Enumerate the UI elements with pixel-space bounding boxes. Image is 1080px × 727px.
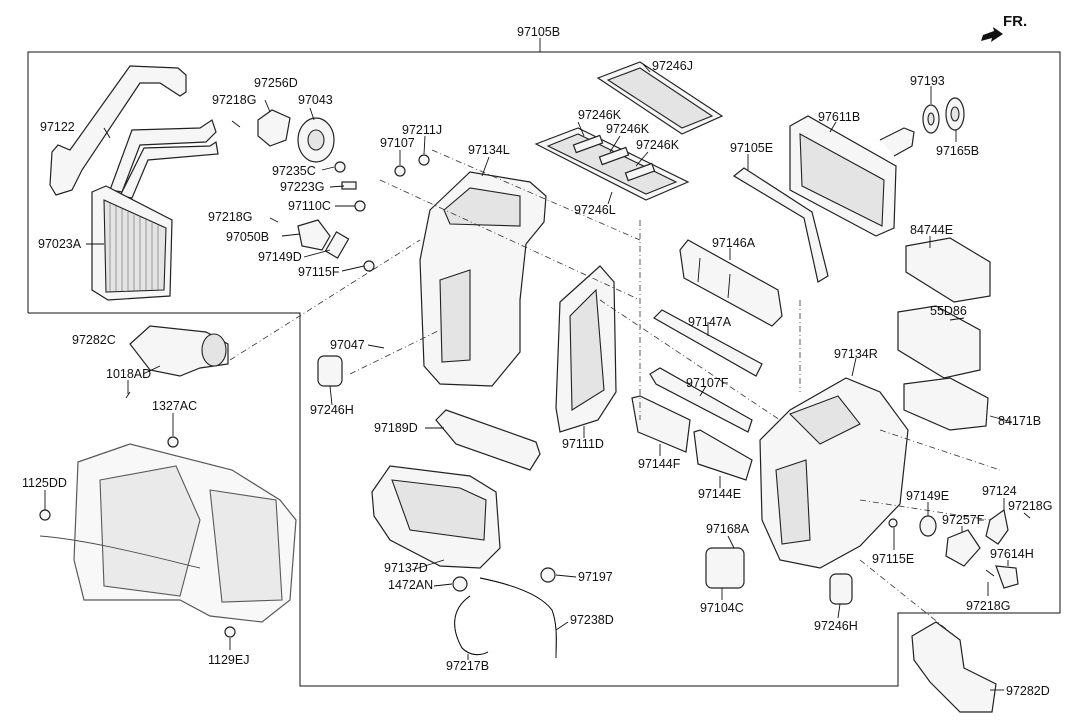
label-97110c: 97110C	[288, 199, 331, 213]
label-97246l: 97246L	[574, 203, 616, 217]
label-97023a: 97023A	[38, 237, 82, 251]
leader-lines	[44, 63, 1013, 691]
label-97105b: 97105B	[517, 25, 560, 39]
duct-97282c	[129, 325, 229, 377]
label-97146a: 97146A	[712, 236, 756, 250]
front-orientation-label: FR.	[1003, 13, 1027, 30]
label-97246k-a: 97246K	[578, 108, 622, 122]
label-97246h-a: 97246H	[310, 403, 354, 417]
part-labels: FR. 97105B 97122 97023A 97256D 97218G 97…	[22, 13, 1052, 698]
door-97107f	[631, 367, 753, 481]
label-1327ac: 1327AC	[152, 399, 197, 413]
evaporator	[789, 115, 915, 237]
front-direction-arrow-icon	[981, 27, 1003, 42]
actuators-right	[888, 508, 1031, 589]
label-97115e: 97115E	[872, 552, 914, 566]
label-97246k-b: 97246K	[606, 122, 650, 136]
small-fittings-left	[231, 120, 430, 272]
label-97144e: 97144E	[698, 487, 741, 501]
label-97246k-c: 97246K	[636, 138, 680, 152]
seal-frame	[732, 167, 829, 283]
label-97218g-a: 97218G	[212, 93, 256, 107]
label-97168a: 97168A	[706, 522, 750, 536]
label-97043: 97043	[298, 93, 333, 107]
label-97614h: 97614H	[990, 547, 1034, 561]
heater-core	[91, 185, 173, 301]
mode-door-97147a	[653, 309, 763, 377]
label-1129ej: 1129EJ	[208, 653, 249, 667]
label-97144f: 97144F	[638, 457, 681, 471]
label-97134l: 97134L	[468, 143, 510, 157]
center-plate	[555, 265, 617, 433]
gaskets	[317, 355, 853, 605]
label-97217b: 97217B	[446, 659, 489, 673]
label-97218g-c: 97218G	[1008, 499, 1052, 513]
label-97246h-b: 97246H	[814, 619, 858, 633]
label-1018ad: 1018AD	[106, 367, 151, 381]
seals-97193-97165b	[922, 97, 965, 134]
duct-97282d	[911, 621, 997, 713]
dashboard-reference-sketch	[39, 443, 297, 623]
insulation-pads	[897, 237, 991, 431]
label-97282d: 97282D	[1006, 684, 1050, 698]
label-1125dd: 1125DD	[22, 476, 67, 490]
label-97147a: 97147A	[688, 315, 732, 329]
label-97115f: 97115F	[298, 265, 340, 279]
label-97149d: 97149D	[258, 250, 302, 264]
label-97165b: 97165B	[936, 144, 979, 158]
label-97197: 97197	[578, 570, 613, 584]
label-97218g-d: 97218G	[966, 599, 1010, 613]
label-84171b: 84171B	[998, 414, 1041, 428]
cabin-filter-97246j	[596, 61, 724, 135]
heater-pipe-assembly	[49, 65, 219, 199]
label-97193: 97193	[910, 74, 945, 88]
label-97124: 97124	[982, 484, 1017, 498]
label-97189d: 97189D	[374, 421, 418, 435]
label-97235c: 97235C	[272, 164, 316, 178]
assembly-frame	[27, 38, 1061, 687]
label-97282c: 97282C	[72, 333, 116, 347]
label-84744e: 84744E	[910, 223, 953, 237]
label-97611b: 97611B	[818, 110, 860, 124]
label-97134r: 97134R	[834, 347, 878, 361]
label-97218g-b: 97218G	[208, 210, 252, 224]
alignment-lines	[229, 149, 1001, 641]
label-1472an: 1472AN	[388, 578, 433, 592]
label-97050b: 97050B	[226, 230, 269, 244]
actuator-97256d	[257, 109, 291, 147]
label-97149e: 97149E	[906, 489, 949, 503]
label-97107f: 97107F	[686, 376, 729, 390]
label-97246j: 97246J	[652, 59, 693, 73]
label-97211j: 97211J	[402, 123, 442, 137]
actuator-97043	[297, 117, 335, 163]
label-97122: 97122	[40, 120, 75, 134]
label-97238d: 97238D	[570, 613, 614, 627]
label-55d86: 55D86	[930, 304, 967, 318]
label-97257f: 97257F	[942, 513, 985, 527]
label-97047: 97047	[330, 338, 365, 352]
cabin-filter-97246l	[534, 127, 690, 201]
right-case	[759, 377, 909, 569]
label-97256d: 97256D	[254, 76, 298, 90]
label-97223g: 97223G	[280, 180, 324, 194]
temperature-door-97146a	[679, 239, 783, 327]
left-case	[419, 171, 547, 387]
bolts	[39, 391, 236, 638]
label-97107: 97107	[380, 136, 415, 150]
lower-housing	[371, 465, 501, 569]
label-97104c: 97104C	[700, 601, 744, 615]
drain-hoses	[452, 567, 557, 659]
label-97111d: 97111D	[562, 437, 604, 451]
label-97105e: 97105E	[730, 141, 773, 155]
label-97137d: 97137D	[384, 561, 428, 575]
drain-tray	[435, 409, 541, 471]
